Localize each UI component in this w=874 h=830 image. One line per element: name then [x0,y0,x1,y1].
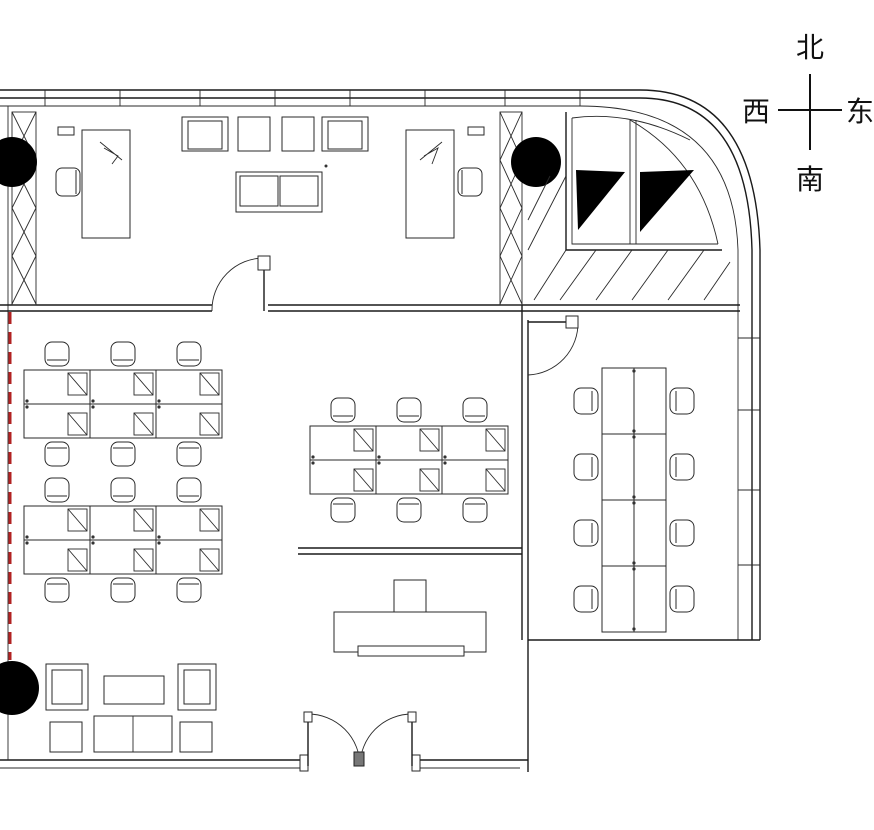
chair-icon [669,585,695,613]
chair-icon [110,441,136,467]
conference-room [573,367,695,633]
workstation-desk [375,459,443,495]
workstation-desk [89,403,157,439]
workstation-desk [441,459,509,495]
chair-icon [457,167,483,197]
workstation-desk [23,403,91,439]
workstation-desk [309,425,377,461]
compass-north-label: 北 [796,31,824,64]
workstation-desk [441,425,509,461]
conference-table-segment [632,499,667,567]
south-lounge [45,663,217,753]
office-left [55,126,131,239]
stair-icon [527,112,731,301]
compass-rose-icon: 北 南 西 东 [742,31,874,196]
conference-table-segment [601,565,636,633]
structural-truss-right [499,111,523,306]
chair-icon [462,497,488,523]
compass-west-label: 西 [742,95,770,128]
conference-table-segment [632,433,667,501]
workstation-desk [155,505,223,541]
workstation-desk [309,459,377,495]
column-icon [511,137,561,187]
workstation-desk [23,369,91,405]
chair-icon [330,497,356,523]
chair-icon [573,519,599,547]
chair-icon [176,477,202,503]
chair-icon [330,397,356,423]
office-desk-right [405,129,455,239]
chair-icon [176,577,202,603]
north-lounge [181,116,369,213]
chair-icon [110,477,136,503]
chair-icon [44,577,70,603]
conference-table-segment [601,367,636,435]
door-swing-icon [303,711,417,767]
office-desk-left [81,129,131,239]
workstation-cluster [23,341,223,467]
workstation-desk [155,403,223,439]
chair-icon [462,397,488,423]
chair-icon [573,453,599,481]
chair-icon [110,341,136,367]
conference-table-segment [601,499,636,567]
compass-east-label: 东 [846,95,874,128]
chair-icon [396,397,422,423]
chair-icon [176,341,202,367]
workstation-desk [89,369,157,405]
chair-icon [44,341,70,367]
chair-icon [55,167,81,197]
column-icon [0,661,39,715]
workstation-desk [89,505,157,541]
workstation-desk [89,539,157,575]
conference-table-segment [632,367,667,435]
workstation-cluster [23,477,223,603]
chair-icon [110,577,136,603]
chair-icon [573,387,599,415]
coffee-table [103,675,165,705]
chair-icon [44,477,70,503]
chair-icon [396,497,422,523]
compass-south-label: 南 [796,163,824,196]
exterior-walls [0,89,761,772]
workstation-desk [155,539,223,575]
chair-icon [44,441,70,467]
chair-icon [669,453,695,481]
conference-table-segment [632,565,667,633]
column-icon [0,137,37,187]
chair-icon [669,519,695,547]
workstation-desk [155,369,223,405]
workstation-cluster [309,397,509,523]
workstation-desk [23,539,91,575]
workstation-desk [23,505,91,541]
workstation-desk [375,425,443,461]
conference-table-segment [601,433,636,501]
chair-icon [573,585,599,613]
chair-icon [176,441,202,467]
chair-icon [669,387,695,415]
office-right [405,126,485,239]
reception-desk [333,579,487,657]
